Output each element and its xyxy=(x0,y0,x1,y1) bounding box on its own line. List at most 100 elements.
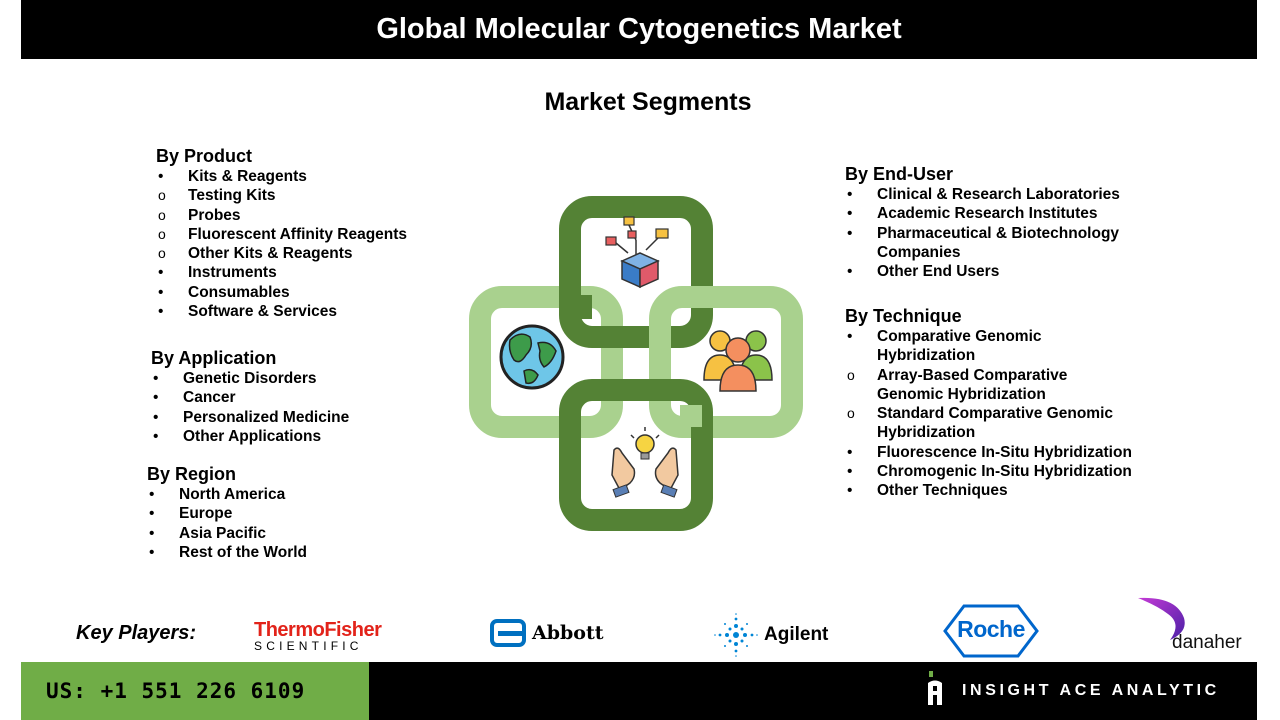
segment-list-item: • Consumables xyxy=(156,283,407,302)
segment-list: •Clinical & Research Laboratories•Academ… xyxy=(845,185,1145,281)
danaher-logo: danaher xyxy=(1136,594,1246,656)
bullet-marker: o xyxy=(847,405,855,422)
segment-item-text: Clinical & Research Laboratories xyxy=(877,186,1120,203)
brand-bar xyxy=(369,662,1257,720)
segment-item-text: Asia Pacific xyxy=(179,524,267,542)
agilent-logo: Agilent xyxy=(712,612,828,658)
segment-item-text: Chromogenic In-Situ Hybridization xyxy=(877,463,1132,481)
network-cube-icon xyxy=(605,216,669,289)
page-title: Global Molecular Cytogenetics Market xyxy=(376,13,902,45)
segment-list: • North America • Europe • Asia Pacific•Rest … xyxy=(147,485,307,562)
segment-item-text: Academic Research Institutes xyxy=(877,205,1098,223)
segment-heading: By Technique xyxy=(845,306,962,326)
segment-heading: By Application xyxy=(151,348,277,368)
segment-item-text: Instruments xyxy=(188,264,277,282)
segment-item-text: Europe xyxy=(179,505,233,523)
key-players-label: Key Players: xyxy=(76,622,197,644)
right-link xyxy=(649,286,803,438)
thermofisher-logo: ThermoFisher SCIENTIFIC xyxy=(254,619,382,653)
segment-list-item: • Academic Research Institutes xyxy=(845,204,1145,223)
bullet-marker: o xyxy=(158,206,166,223)
segment-item-text: North America xyxy=(179,486,286,503)
bullet-marker: • xyxy=(153,389,159,407)
bullet-marker: • xyxy=(153,370,159,387)
segments-title: Market Segments xyxy=(544,88,752,116)
segment-by-application: By Application • Genetic Disorders • Cancer… xyxy=(151,347,349,446)
title-banner: Global Molecular Cytogenetics Market xyxy=(21,0,1257,59)
bullet-marker: • xyxy=(158,264,164,282)
roche-hexagon-icon xyxy=(943,604,1039,658)
company-brand: INSIGHT ACE ANALYTIC xyxy=(962,682,1220,699)
segment-item-text: Rest of the World xyxy=(179,543,308,561)
bullet-marker: • xyxy=(149,524,155,542)
agilent-wordmark: Agilent xyxy=(764,624,829,645)
segment-heading: By Region xyxy=(147,464,237,484)
segment-list-item: •Comparative Genomic Hybridization xyxy=(845,327,1135,366)
segment-item-text: Other Applications xyxy=(183,427,322,445)
abbott-logo: Abbott xyxy=(490,619,604,647)
people-group-icon xyxy=(703,330,773,392)
segment-list-item: •Personalized Medicine xyxy=(151,408,349,427)
segment-list-item: • Europe xyxy=(147,504,307,523)
segment-list-item: • Asia Pacific xyxy=(147,524,307,543)
segment-list-item: • Other Applications xyxy=(151,427,349,446)
abbott-mark-icon xyxy=(490,619,526,647)
bullet-marker: • xyxy=(158,303,164,321)
segments-chain-graphic xyxy=(469,196,803,531)
segment-item-text: Other End Users xyxy=(877,263,1000,281)
segment-by-technique: By Technique •Comparative Genomic Hybrid… xyxy=(845,305,1135,501)
hands-lightbulb-icon xyxy=(611,427,679,498)
segment-list-item: •Clinical & Research Laboratories xyxy=(845,185,1145,204)
bullet-marker: • xyxy=(153,427,159,445)
segment-item-text: Kits & Reagents xyxy=(188,168,307,185)
bullet-marker: o xyxy=(847,366,855,383)
thermofisher-subtitle: SCIENTIFIC xyxy=(254,639,363,653)
segment-list-item: • Other End Users xyxy=(845,262,1145,281)
bullet-marker: • xyxy=(158,283,164,301)
thermofisher-wordmark: ThermoFisher xyxy=(254,619,382,641)
segment-heading: By End-User xyxy=(845,164,954,184)
bullet-marker: • xyxy=(847,224,853,242)
left-link xyxy=(469,286,623,438)
segment-item-text: Standard Comparative Genomic Hybridizati… xyxy=(877,405,1114,442)
segment-list-item: •Fluorescence In-Situ Hybridization xyxy=(845,443,1135,462)
danaher-swoosh-icon xyxy=(1138,597,1185,640)
bullet-marker: • xyxy=(158,168,164,185)
bullet-marker: • xyxy=(847,205,853,223)
roche-wordmark: Roche xyxy=(957,616,1025,642)
bullet-marker: • xyxy=(847,328,853,345)
segment-list-item: • North America xyxy=(147,485,307,504)
insight-ace-logo-icon xyxy=(928,671,942,705)
bullet-marker: • xyxy=(153,408,159,426)
segment-list-item: o Standard Comparative Genomic Hybridizat… xyxy=(845,404,1135,443)
bullet-marker: o xyxy=(158,245,166,262)
segment-list-item: •Rest of the World xyxy=(147,543,307,562)
segment-list-item: • Other Techniques xyxy=(845,481,1135,500)
segment-list-item: •Pharmaceutical & Biotechnology Companie… xyxy=(845,224,1145,263)
segment-list: • Genetic Disorders • Cancer•Personalized M… xyxy=(151,369,349,446)
contact-bar: US: +1 551 226 6109 xyxy=(21,662,369,720)
segment-item-text: Fluorescent Affinity Reagents xyxy=(188,225,408,243)
bullet-marker: • xyxy=(149,486,155,503)
bullet-marker: • xyxy=(847,263,853,281)
bullet-marker: • xyxy=(847,482,853,500)
segment-item-text: Consumables xyxy=(188,283,290,301)
segment-item-text: Testing Kits xyxy=(188,187,276,205)
abbott-wordmark: Abbott xyxy=(532,622,604,644)
segment-item-text: Other Techniques xyxy=(877,482,1008,500)
bullet-marker: • xyxy=(149,505,155,523)
segment-item-text: Genetic Disorders xyxy=(183,370,317,387)
segment-list-item: • Kits & Reagents xyxy=(156,167,407,186)
segment-list-item: •Chromogenic In-Situ Hybridization xyxy=(845,462,1135,481)
segment-item-text: Cancer xyxy=(183,389,236,407)
bottom-link xyxy=(559,379,713,531)
danaher-wordmark: danaher xyxy=(1172,632,1242,653)
globe-icon xyxy=(499,324,565,390)
